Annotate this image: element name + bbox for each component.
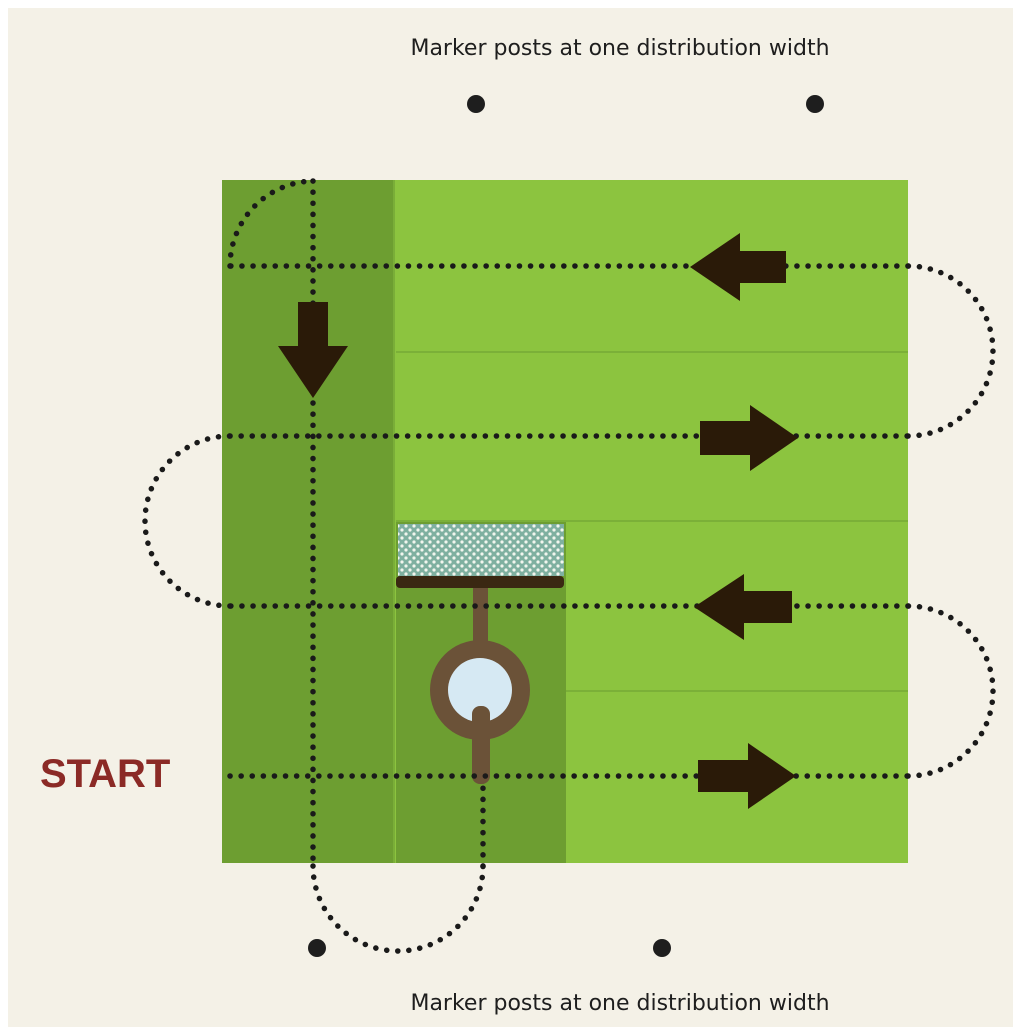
stripe-line-1	[396, 351, 908, 353]
stripe-line-3	[566, 690, 908, 692]
stripe-line-2	[396, 520, 908, 522]
path-turn-right-upper	[905, 263, 996, 439]
arrow-left-icon-lower	[694, 574, 792, 640]
spread-pattern-area	[398, 524, 564, 576]
spreader-bar	[396, 576, 564, 588]
arrow-left-icon-top	[690, 233, 786, 301]
top-marker-caption: Marker posts at one distribution width	[410, 36, 829, 61]
marker-post-dot-top-left	[467, 95, 485, 113]
bottom-marker-caption: Marker posts at one distribution width	[410, 991, 829, 1016]
field-strip-edge	[393, 180, 395, 863]
path-turn-right-lower	[905, 603, 996, 779]
start-label: START	[40, 752, 170, 796]
spreader-neck	[473, 588, 488, 646]
path-turn-top-left	[227, 178, 316, 269]
marker-posts	[308, 95, 824, 957]
path-turn-bottom	[310, 863, 486, 954]
spreader-handle	[472, 706, 490, 784]
field-covered-strip	[222, 180, 393, 863]
arrow-right-icon-upper	[700, 405, 798, 471]
spreader-icon	[396, 576, 564, 784]
marker-post-dot-bottom-right	[653, 939, 671, 957]
direction-arrows	[278, 233, 798, 809]
path-turn-left-lower	[142, 433, 233, 609]
arrow-down-icon	[278, 302, 348, 398]
marker-post-dot-bottom-left	[308, 939, 326, 957]
marker-post-dot-top-right	[806, 95, 824, 113]
spreader-hopper-window	[448, 658, 512, 722]
arrow-right-icon-bottom	[698, 743, 796, 809]
field	[222, 180, 908, 863]
